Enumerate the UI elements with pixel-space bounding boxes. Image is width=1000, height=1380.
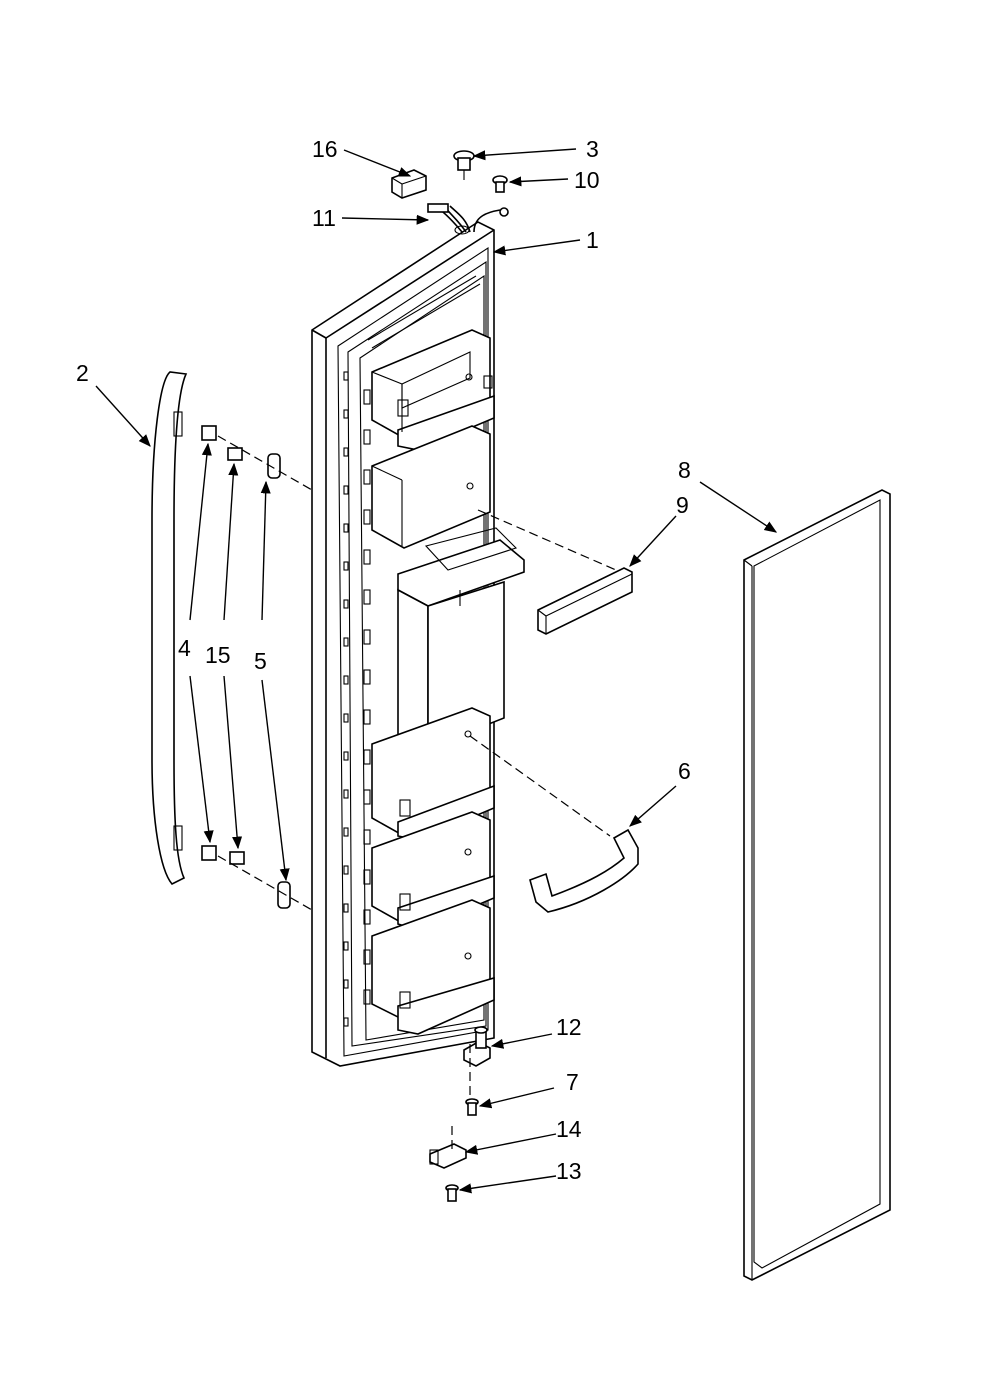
- door-handle: [151, 371, 188, 885]
- callout-6: 6: [678, 758, 691, 784]
- door-shelf-part-6: [529, 828, 639, 913]
- callout-4: 4: [178, 635, 191, 661]
- callout-15: 15: [205, 642, 231, 668]
- liner-screw-holes: [343, 371, 349, 1027]
- rail-part-9: [537, 567, 633, 635]
- callout-3: 3: [586, 136, 599, 162]
- lower-door-bins: [371, 707, 495, 1035]
- callout-10: 10: [574, 167, 600, 193]
- callout-8: 8: [678, 457, 691, 483]
- callout-9: 9: [676, 492, 689, 518]
- screw-part-7: [465, 1098, 479, 1116]
- callout-11: 11: [312, 205, 336, 231]
- plug-part-3: [453, 150, 475, 180]
- callout-13: 13: [556, 1158, 582, 1184]
- wire-harness: [427, 203, 509, 233]
- hinge-bracket-part-14: [429, 1143, 467, 1169]
- callout-12: 12: [556, 1014, 582, 1040]
- callout-16: 16: [312, 136, 338, 162]
- screw-part-10: [492, 175, 508, 193]
- callout-14: 14: [556, 1116, 582, 1142]
- handle-fasteners: [201, 425, 291, 909]
- screw-part-13: [445, 1184, 459, 1202]
- connector-part-16: [391, 169, 427, 199]
- callout-2: 2: [76, 360, 89, 386]
- door-liner-assembly: [311, 221, 525, 1067]
- door-gasket-part-8: [743, 489, 891, 1281]
- leader-arrows: [95, 148, 778, 1194]
- dispenser-chute: [397, 527, 525, 750]
- callout-5: 5: [254, 648, 267, 674]
- callout-7: 7: [566, 1069, 579, 1095]
- liner-ribs: [363, 389, 371, 1005]
- callout-1: 1: [586, 227, 599, 253]
- upper-door-bins: [371, 329, 495, 549]
